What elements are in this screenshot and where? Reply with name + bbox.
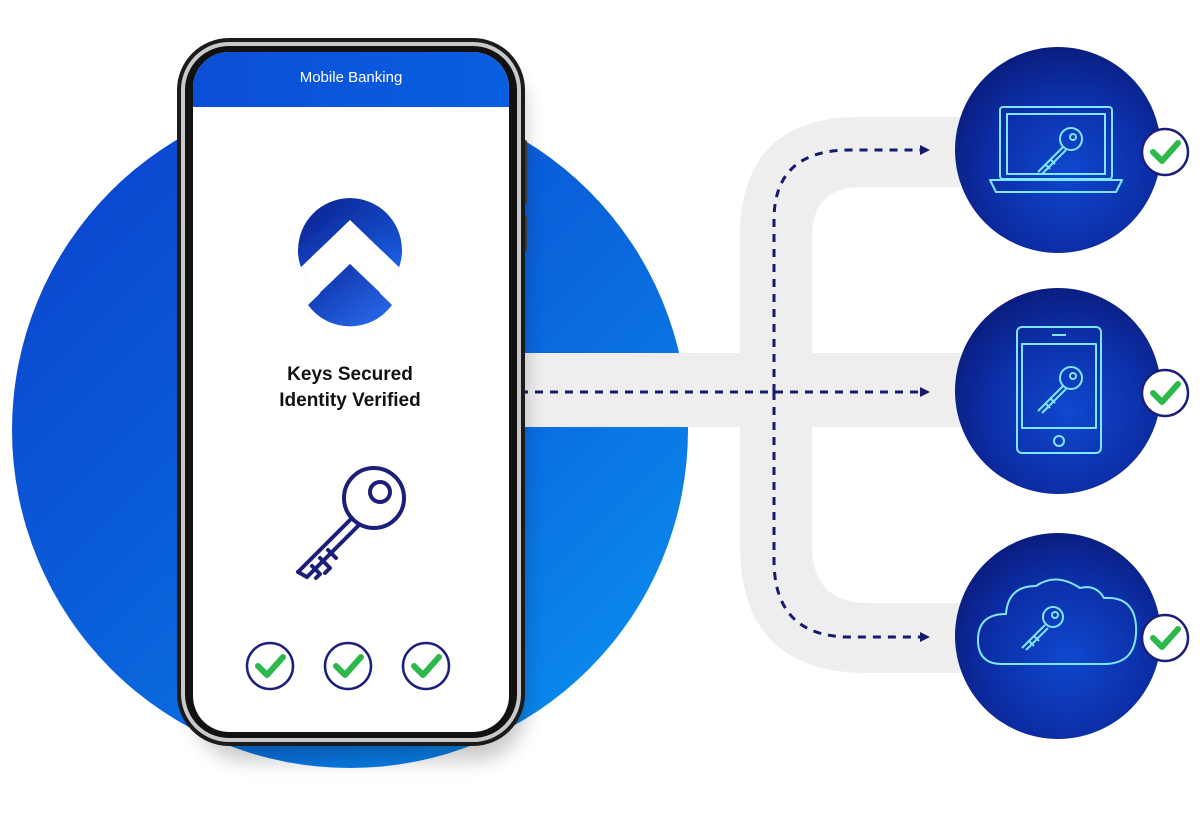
tablet-key-icon	[1016, 326, 1102, 454]
check-icon	[245, 641, 295, 691]
dashed-connectors	[520, 145, 930, 642]
check-badge-icon	[1140, 368, 1190, 418]
brand-logo-icon	[298, 198, 402, 327]
connector-to-cloud	[772, 392, 930, 642]
check-badge-icon	[1140, 127, 1190, 177]
check-icon	[323, 641, 373, 691]
phone: Mobile Banking Keys Secured Identity Ver…	[177, 38, 527, 746]
check-icon	[401, 641, 451, 691]
connector-to-laptop	[772, 145, 930, 392]
cloud-key-icon	[977, 578, 1138, 665]
app-header-title: Mobile Banking	[300, 69, 403, 86]
status-line-identity-verified: Identity Verified	[279, 390, 420, 411]
connector-tracks	[520, 117, 960, 673]
key-icon	[296, 466, 406, 580]
device-laptop	[955, 47, 1190, 253]
status-line-keys-secured: Keys Secured	[287, 364, 413, 385]
app-header	[193, 52, 509, 107]
laptop-key-icon	[989, 106, 1123, 193]
check-badge-icon	[1140, 613, 1190, 663]
verification-checks	[245, 641, 451, 691]
phone-screen	[193, 52, 509, 732]
device-cloud	[955, 533, 1190, 739]
device-tablet	[955, 288, 1190, 494]
